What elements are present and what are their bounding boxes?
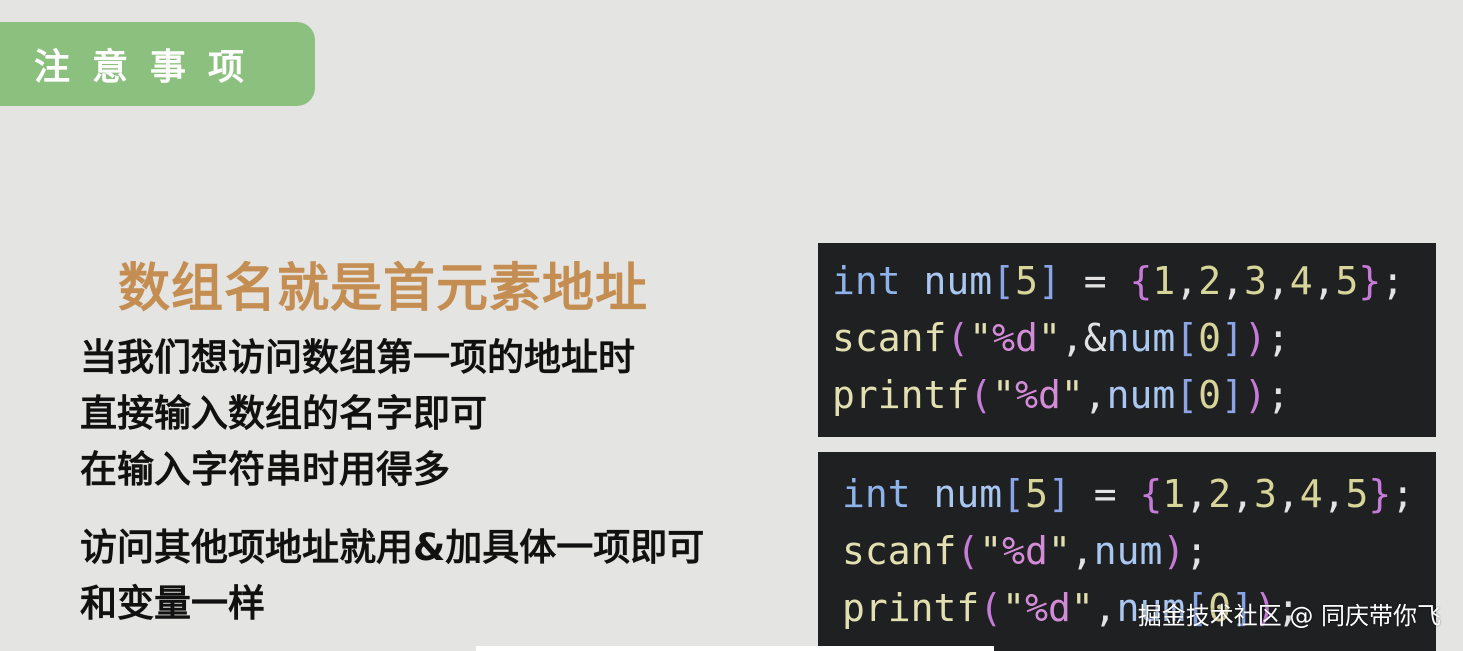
bullet-line: 访问其他项地址就用&加具体一项即可 xyxy=(80,526,705,569)
code-line: printf("%d",num[0]); xyxy=(832,373,1290,417)
code-line: printf("%d",num[0]); xyxy=(842,586,1300,630)
watermark: 掘金技术社区 @ 同庆带你飞 xyxy=(1137,602,1441,630)
bullet-line: 当我们想访问数组第一项的地址时 xyxy=(80,336,635,379)
section-title: 注意事项 xyxy=(34,47,267,88)
bullet-line: 和变量一样 xyxy=(80,582,265,625)
bullet-list: 当我们想访问数组第一项的地址时 直接输入数组的名字即可 在输入字符串时用得多 访… xyxy=(80,330,780,632)
code-line: scanf("%d",num); xyxy=(842,529,1209,573)
bullet-line: 直接输入数组的名字即可 xyxy=(80,392,487,435)
code-line: int num[5] = {1,2,3,4,5}; xyxy=(842,472,1415,516)
code-block-1: int num[5] = {1,2,3,4,5}; scanf("%d",&num… xyxy=(818,243,1436,437)
code-line: scanf("%d",&num[0]); xyxy=(832,316,1290,360)
slide-subtitle: 数组名就是首元素地址 xyxy=(118,259,649,319)
bullet-line: 在输入字符串时用得多 xyxy=(80,448,450,491)
section-header-tab: 注意事项 xyxy=(0,22,315,106)
code-line: int num[5] = {1,2,3,4,5}; xyxy=(832,259,1405,303)
bottom-scroll-bar xyxy=(476,646,994,651)
code-block-2: int num[5] = {1,2,3,4,5}; scanf("%d",num)… xyxy=(818,452,1436,651)
